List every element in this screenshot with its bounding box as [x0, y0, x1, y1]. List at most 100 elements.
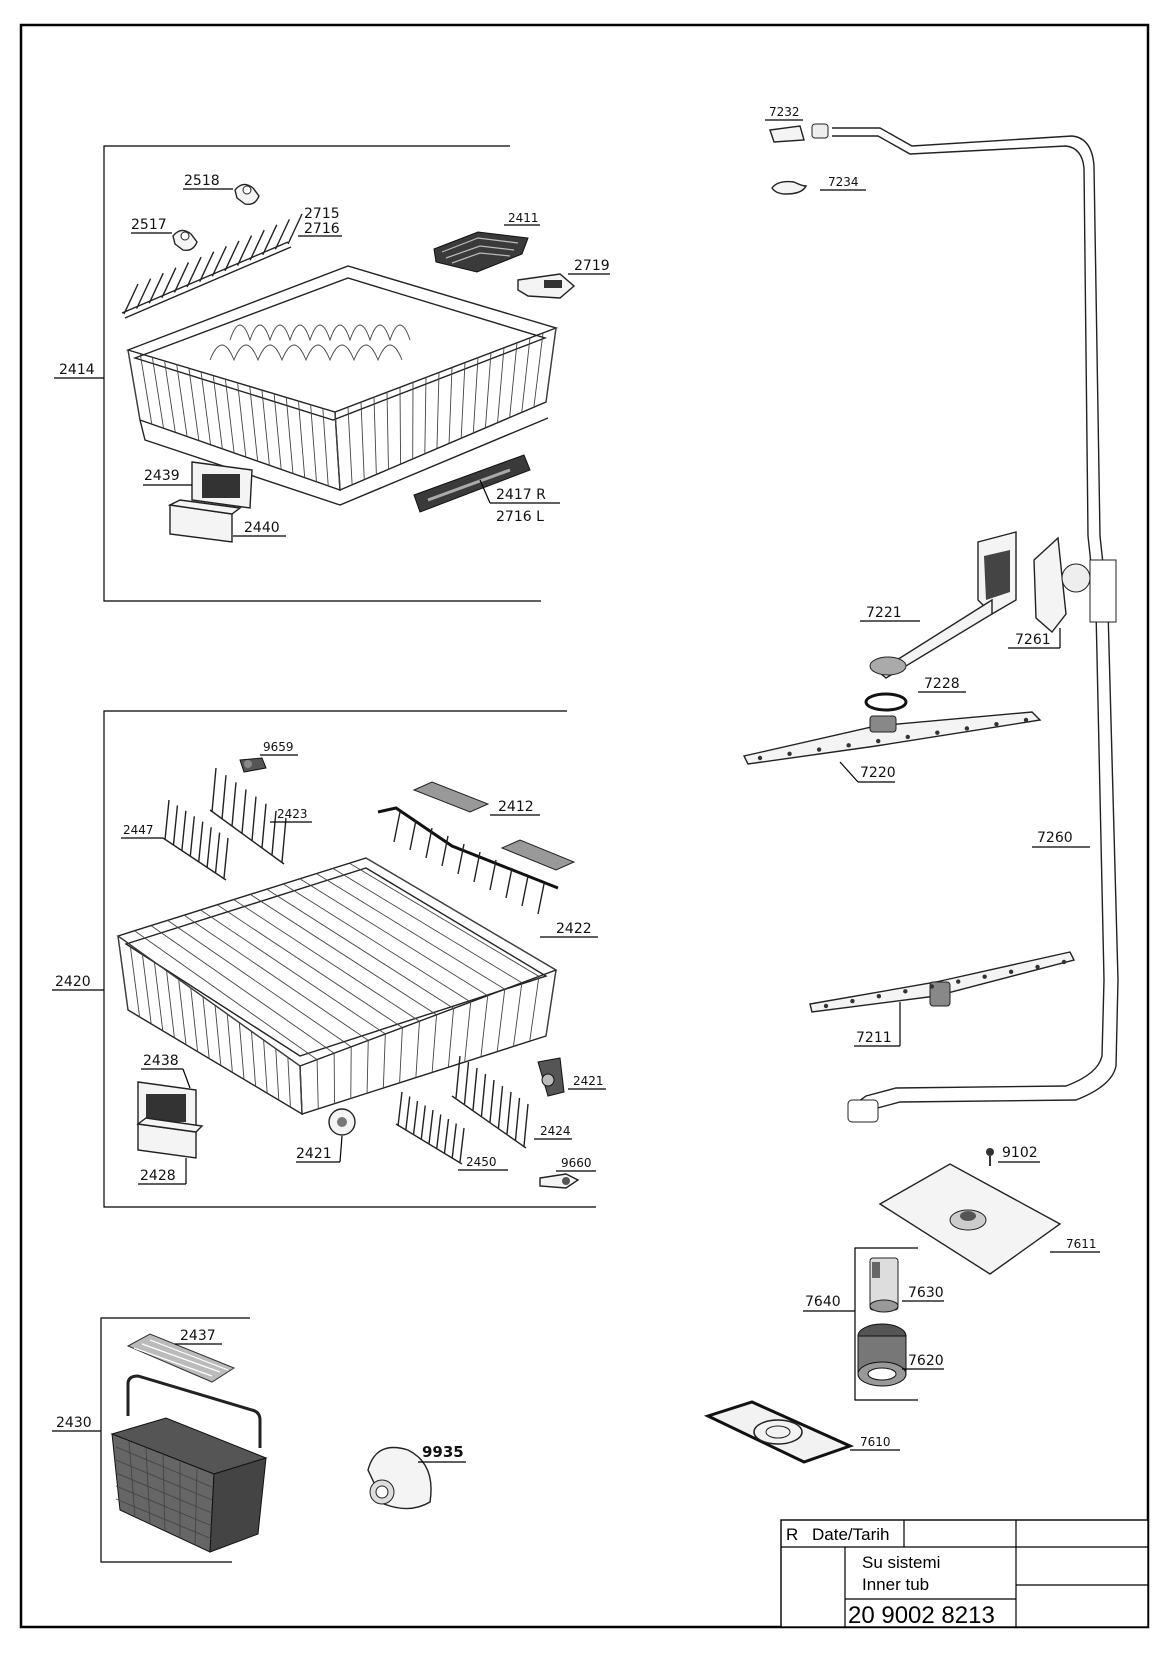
part-2414-upper-basket	[125, 265, 559, 506]
wire-segment	[167, 920, 352, 1048]
label-2518: 2518	[184, 173, 220, 189]
wire-segment	[464, 1001, 472, 1063]
wire-segment	[150, 925, 335, 1054]
wire-segment	[484, 352, 492, 428]
wire-segment	[455, 1055, 461, 1099]
part-2440-cover	[167, 499, 242, 543]
label-2439: 2439	[144, 468, 180, 484]
wire-segment	[298, 401, 306, 478]
wire-segment	[360, 402, 365, 480]
part-2412-shelves	[412, 781, 576, 877]
wire-segment	[472, 357, 479, 434]
label-2517: 2517	[131, 217, 167, 233]
wire-segment	[447, 1008, 455, 1068]
spray-hole	[787, 751, 792, 756]
wire-segment	[261, 803, 267, 848]
part-7228-seal	[864, 692, 908, 712]
wire-segment	[115, 1498, 213, 1540]
wire-segment	[310, 404, 317, 482]
part-7261-hub	[1033, 536, 1091, 634]
wire-segment	[373, 397, 377, 475]
label-2430: 2430	[56, 1415, 92, 1431]
part-9660-pin	[539, 1173, 580, 1189]
wire-segment	[211, 246, 227, 277]
spray-hole	[903, 989, 908, 994]
label-2440: 2440	[244, 520, 280, 536]
wire-segment	[489, 859, 497, 891]
wire-segment	[441, 835, 449, 867]
label-2716: 2716	[304, 221, 340, 237]
spray-hole	[876, 994, 882, 999]
label-2438: 2438	[143, 1053, 179, 1069]
label-9935: 9935	[422, 1443, 464, 1461]
wire-segment	[382, 1033, 386, 1089]
label-7232: 7232	[769, 105, 800, 119]
wire-segment	[497, 347, 505, 423]
part-2430-cutlery-basket	[110, 1374, 268, 1553]
spray-hole	[1008, 969, 1014, 974]
wire-segment	[198, 821, 204, 862]
label-2423: 2423	[277, 807, 308, 821]
label-2447: 2447	[123, 823, 154, 837]
wire-segment	[412, 1100, 419, 1136]
wire-segment	[334, 411, 341, 491]
part-7220-upper-spray-arm	[742, 711, 1042, 765]
wire-segment	[283, 883, 471, 1003]
wire-segment	[139, 353, 153, 425]
label-2412: 2412	[498, 799, 534, 815]
wire-segment	[436, 1114, 442, 1149]
wire-segment	[399, 387, 402, 465]
part-2417-rail	[413, 454, 531, 513]
part-2421-roller-clip	[537, 1057, 565, 1097]
spray-hole	[905, 734, 910, 740]
wire-segment	[386, 392, 389, 470]
label-2450: 2450	[466, 1155, 497, 1169]
part-2447-tines	[162, 799, 229, 881]
wire-segment	[316, 873, 506, 990]
part-2424-tines	[451, 1055, 529, 1149]
water-system-group: 7232 7234 7260 7221 72	[703, 105, 1119, 1464]
wire-segment	[127, 349, 141, 421]
wire-segment	[521, 337, 531, 413]
wire-segment	[545, 969, 557, 1037]
part-2517-clip	[172, 229, 198, 252]
spray-hole	[1023, 717, 1029, 723]
wire-segment	[436, 372, 440, 449]
spray-hole	[850, 998, 855, 1004]
wire-segment	[399, 1027, 403, 1083]
part-7234-clip	[771, 180, 808, 195]
wire-segment	[448, 367, 453, 444]
wire-segment	[226, 1013, 233, 1073]
spray-hole	[816, 747, 822, 752]
label-9659: 9659	[263, 740, 294, 754]
wire-segment	[178, 979, 187, 1045]
wire-segment	[250, 894, 437, 1016]
wire-segment	[529, 976, 540, 1042]
label-2716l: 2716 L	[496, 509, 544, 525]
part-2421-wheel	[328, 1108, 356, 1136]
wire-segment	[431, 1014, 437, 1073]
wire-segment	[480, 1073, 487, 1117]
wire-segment	[172, 805, 179, 846]
wire-segment	[188, 368, 200, 441]
wire-segment	[322, 408, 329, 486]
cutlery-basket-group: 2437 2430	[52, 1317, 268, 1563]
wire-segment	[533, 332, 544, 408]
spray-hole	[982, 974, 987, 979]
wire-segment	[211, 767, 217, 813]
wire-segment	[214, 1005, 222, 1066]
wire-segment	[128, 1440, 136, 1518]
revision-label: R	[786, 1525, 798, 1544]
part-2518-clip	[234, 183, 260, 206]
wire-segment	[266, 888, 454, 1009]
wire-segment	[514, 1097, 521, 1141]
part-7211-lower-spray-arm	[809, 951, 1076, 1013]
wire-segment	[443, 1118, 450, 1154]
lower-basket-group: 9659 2423 2447 2412 2422	[52, 710, 606, 1208]
wire-segment	[287, 213, 303, 245]
wire-segment	[513, 982, 523, 1047]
wire-segment	[365, 857, 557, 971]
wire-segment	[249, 386, 259, 462]
wire-segment	[173, 262, 190, 293]
part-2411-cup-shelf	[433, 231, 529, 273]
